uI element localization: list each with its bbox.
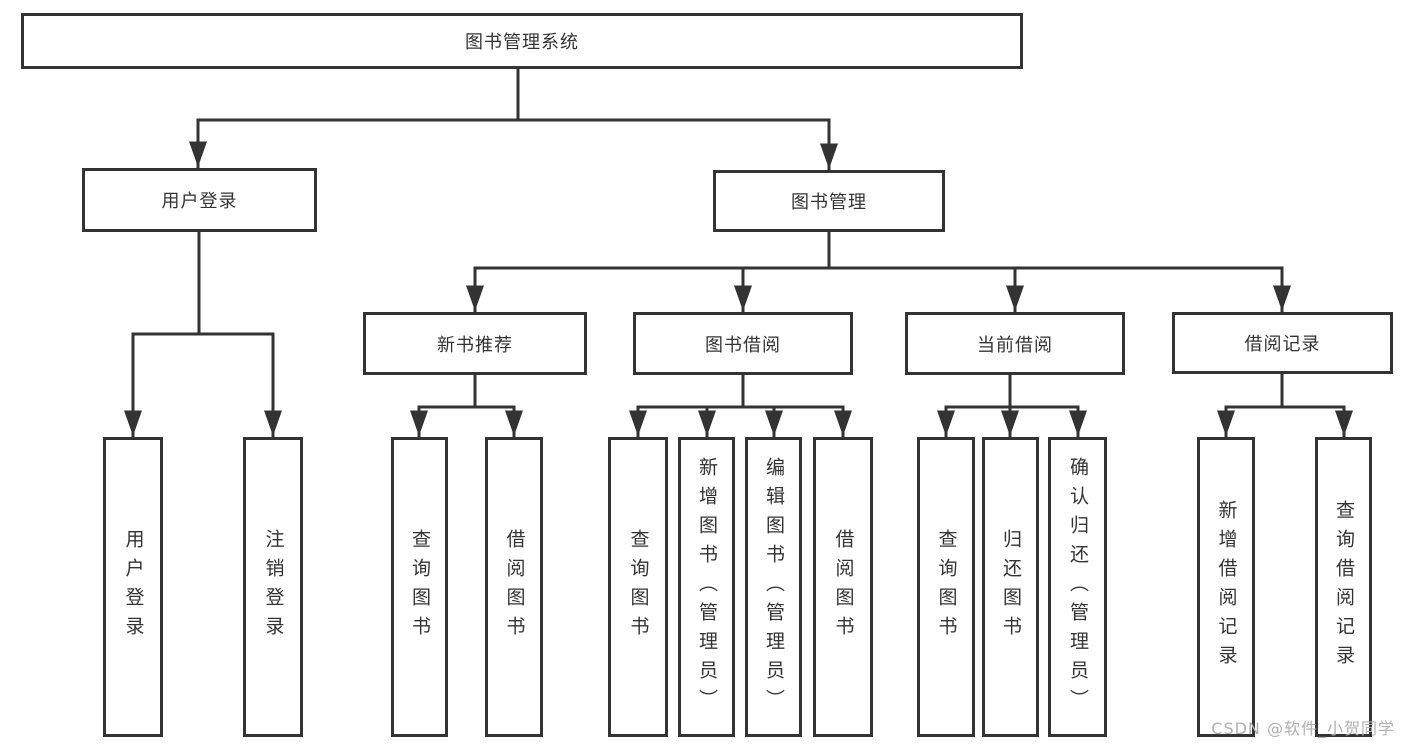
- node-label: 借阅图书: [503, 529, 526, 645]
- node-user-login: 用户登录: [82, 168, 317, 232]
- node-label: 借阅图书: [832, 529, 855, 645]
- leaf-query-book-recommend: 查询图书: [391, 437, 448, 737]
- node-label: 注销登录: [262, 529, 285, 645]
- node-library-management-system: 图书管理系统: [21, 13, 1023, 69]
- node-label: 图书借阅: [705, 334, 781, 356]
- node-label: 用户登录: [122, 529, 145, 645]
- leaf-borrow-book-recommend: 借阅图书: [485, 437, 543, 737]
- leaf-add-borrow-record: 新增借阅记录: [1197, 437, 1255, 737]
- node-label: 确认归还（管理员）: [1067, 456, 1089, 718]
- connector-user-login-children: [124, 230, 282, 438]
- connector-book-management-children: [466, 230, 1291, 313]
- leaf-add-book-admin: 新增图书（管理员）: [678, 437, 735, 737]
- node-label: 查询借阅记录: [1333, 500, 1355, 674]
- node-current-borrow: 当前借阅: [905, 312, 1125, 375]
- leaf-user-login: 用户登录: [103, 437, 163, 737]
- leaf-return-book: 归还图书: [982, 437, 1039, 737]
- csdn-watermark: CSDN @软件_小贺同学: [1211, 719, 1395, 738]
- leaf-query-book-current: 查询图书: [917, 437, 975, 737]
- node-label: 查询图书: [935, 529, 958, 645]
- connector-borrow-record-children: [1217, 372, 1353, 438]
- leaf-confirm-return-admin: 确认归还（管理员）: [1048, 437, 1107, 737]
- node-label: 查询图书: [627, 529, 650, 645]
- leaf-logout: 注销登录: [243, 437, 303, 737]
- connector-current-borrow-children: [937, 373, 1087, 438]
- connector-root-to-level2: [189, 67, 838, 171]
- node-book-borrow: 图书借阅: [633, 312, 853, 375]
- node-new-book-recommend: 新书推荐: [363, 312, 587, 375]
- node-label: 图书管理: [791, 192, 867, 213]
- node-label: 编辑图书（管理员）: [763, 456, 785, 718]
- node-borrow-record: 借阅记录: [1172, 312, 1393, 374]
- node-label: 新增借阅记录: [1215, 500, 1238, 674]
- node-label: 借阅记录: [1244, 334, 1321, 355]
- node-label: 查询图书: [409, 529, 431, 645]
- node-label: 新增图书（管理员）: [696, 456, 718, 718]
- node-label: 新书推荐: [437, 334, 513, 356]
- node-label: 用户登录: [161, 191, 238, 212]
- node-label: 当前借阅: [977, 334, 1053, 356]
- leaf-query-book-borrow: 查询图书: [608, 437, 668, 737]
- node-label: 归还图书: [1000, 529, 1022, 645]
- leaf-query-borrow-record: 查询借阅记录: [1315, 437, 1372, 737]
- leaf-edit-book-admin: 编辑图书（管理员）: [745, 437, 802, 737]
- connector-book-borrow-children: [629, 373, 852, 438]
- connector-new-book-recommend-children: [410, 373, 523, 438]
- leaf-borrow-book: 借阅图书: [813, 437, 873, 737]
- node-label: 图书管理系统: [465, 32, 579, 53]
- node-book-management: 图书管理: [713, 170, 945, 232]
